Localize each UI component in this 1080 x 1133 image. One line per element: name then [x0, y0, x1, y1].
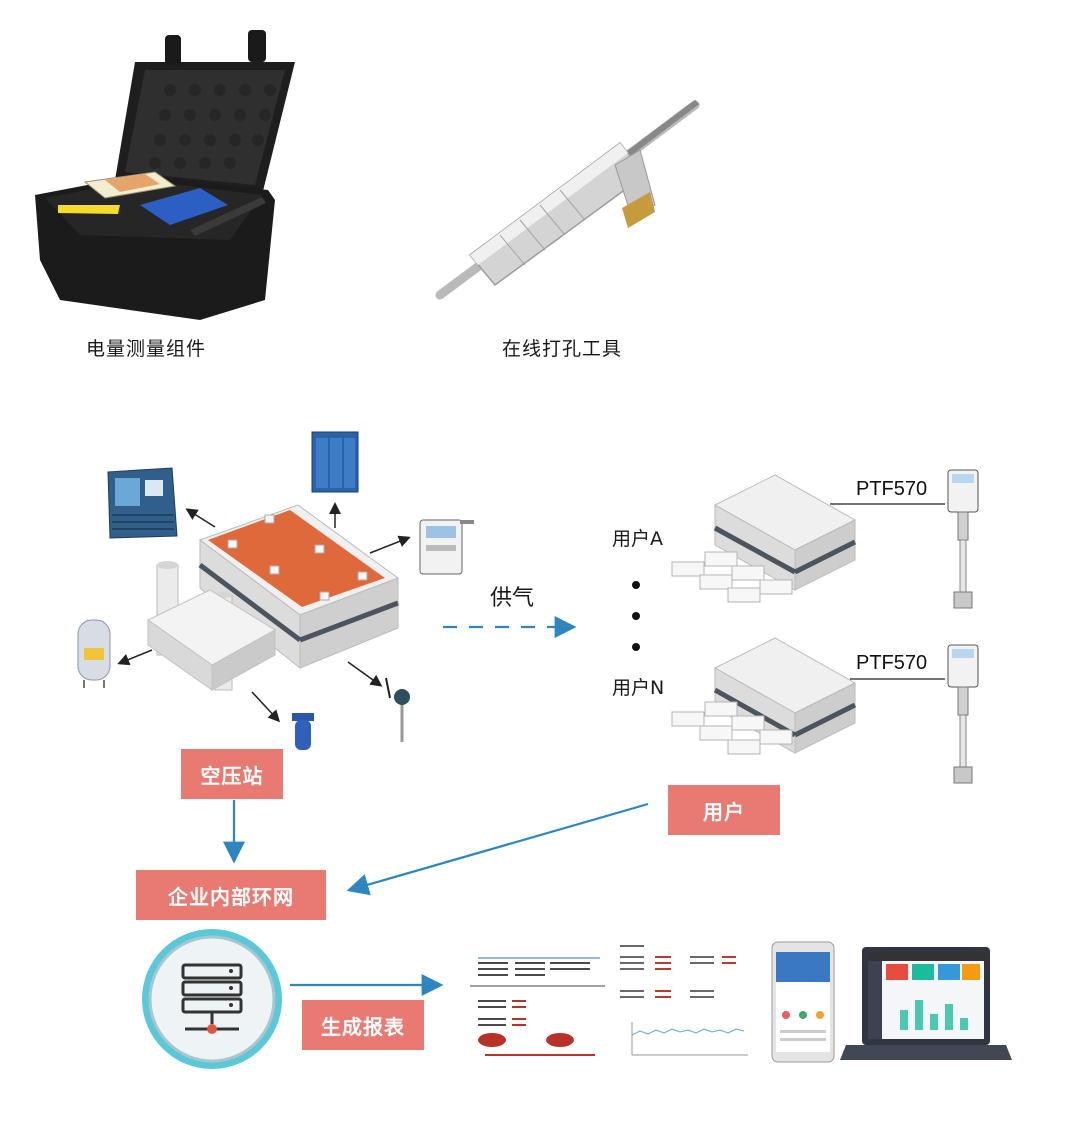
server-icon — [142, 929, 282, 1069]
report-doc-icon — [617, 940, 752, 1068]
kit-caption: 电量测量组件 — [86, 338, 207, 360]
flow-sensor-icon — [947, 644, 979, 784]
cabinet-icon — [311, 431, 359, 493]
user-a-label: 用户A — [612, 528, 663, 550]
meter-icon — [419, 519, 474, 575]
supply-label: 供气 — [490, 586, 535, 611]
flow-sensor-icon — [947, 469, 979, 609]
sensor-a-label: PTF570 — [856, 478, 928, 500]
report-doc-icon — [468, 940, 608, 1068]
laptop-icon — [840, 947, 1012, 1060]
user-n-label: 用户N — [612, 677, 665, 699]
drill-caption: 在线打孔工具 — [502, 338, 623, 360]
factory-icon — [147, 504, 400, 691]
phone-icon — [771, 941, 835, 1063]
network-box: 企业内部环网 — [136, 870, 326, 920]
dryer-icon — [107, 467, 178, 539]
report-box: 生成报表 — [302, 1000, 424, 1050]
wireless-sensor-icon — [385, 677, 410, 742]
tank-icon — [77, 619, 111, 688]
building-icon — [671, 474, 857, 603]
filter-icon — [292, 713, 314, 750]
building-icon — [671, 637, 857, 755]
user-box: 用户 — [668, 785, 780, 835]
sensor-n-label: PTF570 — [856, 652, 928, 674]
station-box: 空压站 — [181, 749, 283, 799]
